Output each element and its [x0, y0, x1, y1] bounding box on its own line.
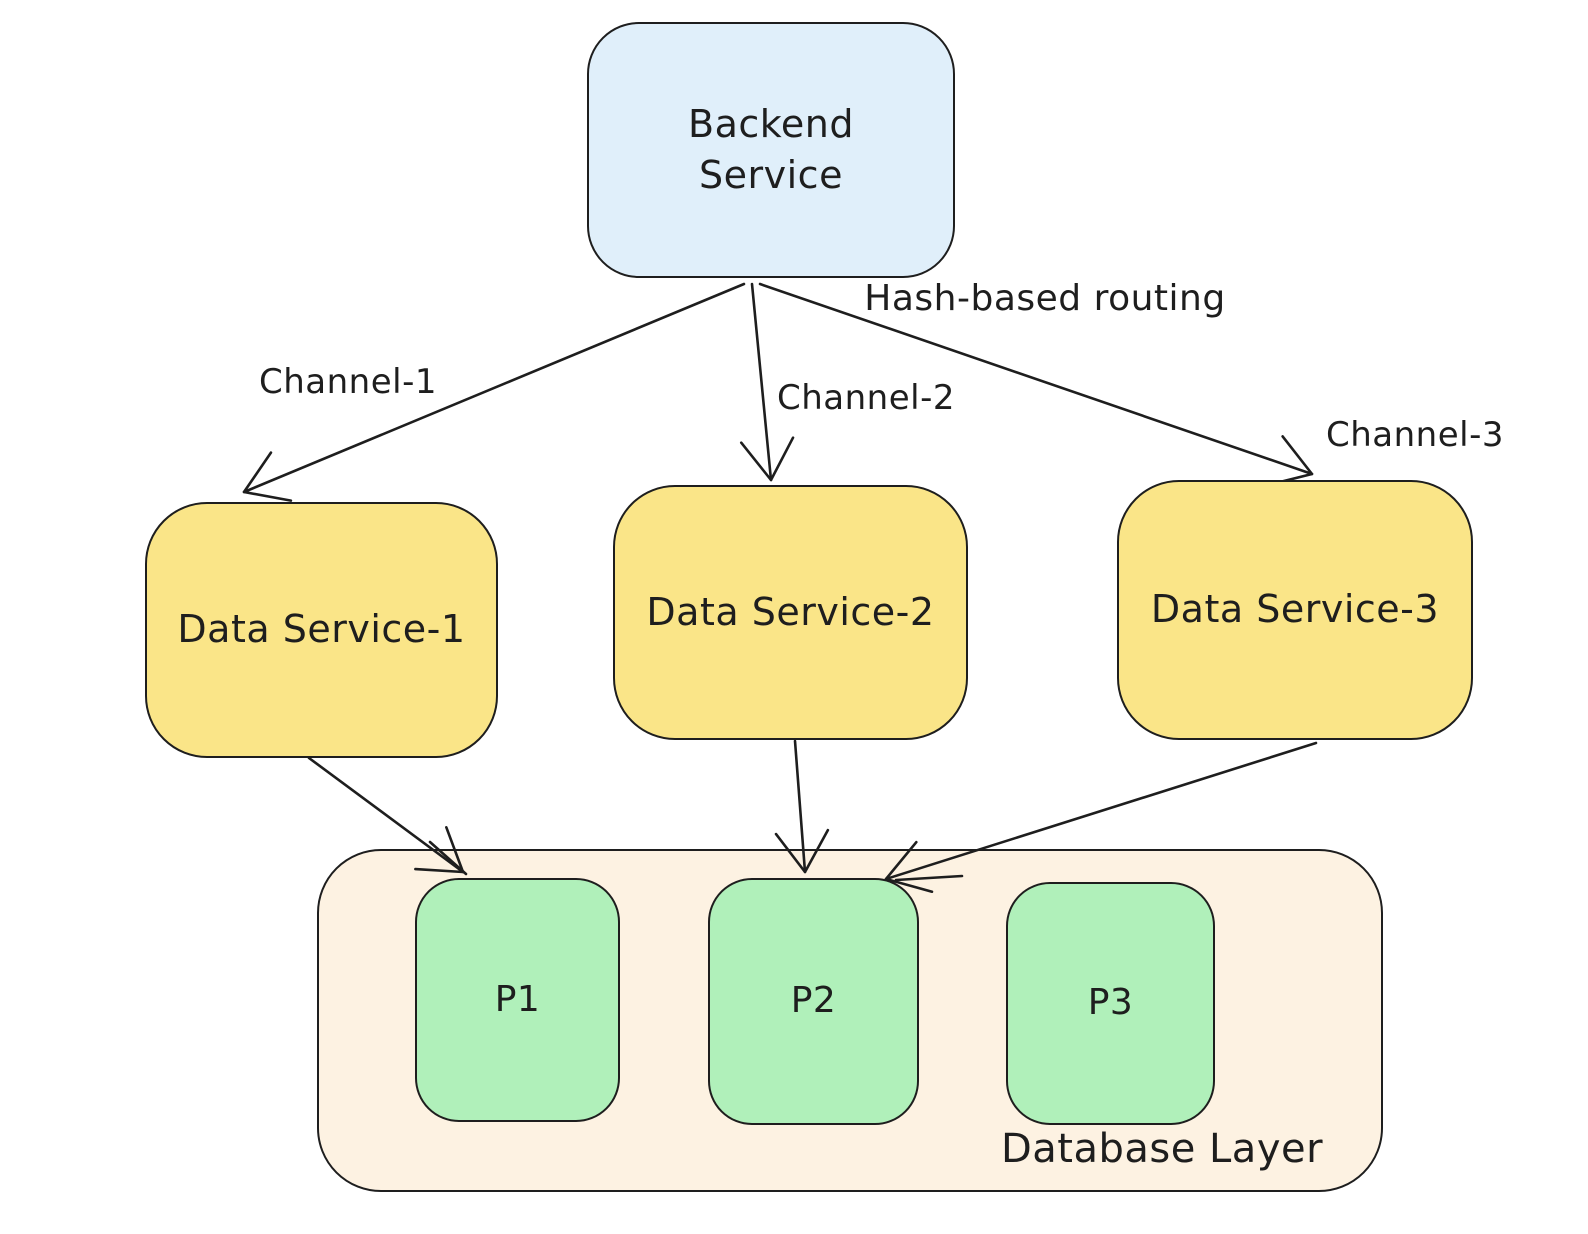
- node-partition-p3: P3: [1006, 882, 1215, 1125]
- node-backend-service: Backend Service: [587, 22, 955, 278]
- label-database-layer: Database Layer: [1000, 1126, 1324, 1172]
- edge-backend-to-ds2: [739, 282, 795, 482]
- label-channel-1: Channel-1: [259, 362, 437, 402]
- node-data-service-1: Data Service-1: [145, 502, 498, 758]
- node-partition-p2: P2: [708, 878, 919, 1125]
- label-channel-2: Channel-2: [777, 378, 955, 418]
- node-data-service-2: Data Service-2: [613, 485, 968, 740]
- node-partition-p1: P1: [415, 878, 620, 1122]
- node-data-service-3: Data Service-3: [1117, 480, 1473, 740]
- label-hash-based-routing: Hash-based routing: [864, 278, 1226, 319]
- label-channel-3: Channel-3: [1326, 415, 1504, 455]
